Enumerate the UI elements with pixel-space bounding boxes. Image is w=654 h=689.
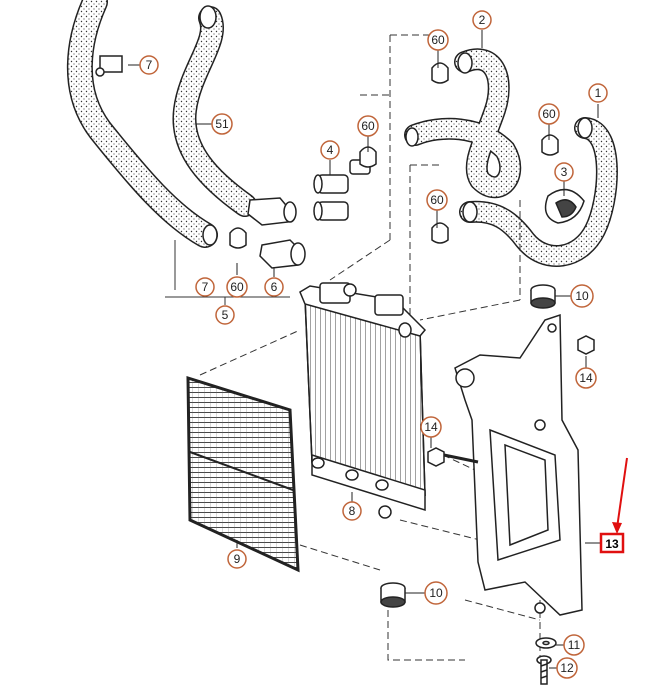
radiator-8	[299, 282, 427, 519]
callout-8: 8	[342, 501, 362, 521]
callout-11: 11	[563, 634, 585, 656]
callout-2: 2	[472, 10, 492, 30]
svg-text:10: 10	[429, 586, 443, 600]
svg-text:9: 9	[234, 552, 241, 566]
leader-lines	[128, 30, 600, 669]
svg-text:8: 8	[349, 504, 356, 518]
callout-9: 9	[227, 549, 247, 569]
bracket-line-5	[165, 240, 290, 305]
grille-9	[186, 375, 300, 573]
clamp-3-icon	[544, 188, 585, 224]
svg-text:12: 12	[560, 661, 574, 675]
svg-text:5: 5	[222, 308, 229, 322]
svg-text:51: 51	[215, 117, 229, 131]
svg-text:60: 60	[361, 119, 375, 133]
callout-7-top: 7	[139, 55, 159, 75]
callout-60-b: 60	[357, 115, 379, 137]
svg-text:7: 7	[202, 280, 209, 294]
callout-10-lower: 10	[424, 581, 448, 605]
svg-text:60: 60	[230, 280, 244, 294]
hose-long-left	[66, 0, 218, 248]
svg-text:4: 4	[327, 143, 334, 157]
callout-5: 5	[215, 305, 235, 325]
washer-11	[535, 637, 557, 649]
callout-7-bottom: 7	[195, 277, 215, 297]
svg-text:1: 1	[595, 86, 602, 100]
grommet-10-lower	[380, 582, 406, 608]
callout-60-c: 60	[538, 103, 560, 125]
elbow-fitting-upper	[247, 197, 297, 226]
svg-text:60: 60	[431, 33, 445, 47]
svg-text:60: 60	[430, 193, 444, 207]
screw-12	[536, 655, 552, 685]
hose-1	[459, 117, 618, 267]
assembly-lines	[199, 34, 541, 661]
svg-text:60: 60	[542, 107, 556, 121]
hose-2	[404, 48, 522, 199]
mounting-bracket-13	[454, 313, 583, 616]
callout-10-upper: 10	[570, 284, 594, 308]
callout-60-d: 60	[426, 189, 448, 211]
bolt-14-upper	[577, 335, 595, 355]
svg-text:10: 10	[575, 289, 589, 303]
callout-14-right: 14	[575, 367, 597, 389]
callout-6: 6	[264, 277, 284, 297]
callout-13-highlighted: 13	[599, 532, 625, 554]
connector-pair-4	[313, 159, 371, 221]
callout-4: 4	[320, 140, 340, 160]
svg-text:6: 6	[271, 280, 278, 294]
bolt-14-left	[427, 447, 479, 467]
callout-3: 3	[554, 162, 574, 182]
svg-text:7: 7	[146, 58, 153, 72]
svg-text:13: 13	[605, 537, 619, 551]
callout-51: 51	[211, 113, 233, 135]
callout-1: 1	[588, 83, 608, 103]
hose-51	[172, 6, 257, 217]
svg-text:11: 11	[568, 638, 581, 652]
callout-14-left: 14	[420, 416, 442, 438]
callout-12: 12	[556, 657, 578, 679]
highlight-arrow	[612, 457, 628, 534]
elbow-fitting-lower	[259, 239, 306, 269]
callout-60-e: 60	[226, 276, 248, 298]
hose-connectors	[199, 5, 593, 246]
callout-60-a: 60	[427, 29, 449, 51]
grommet-10-upper	[530, 284, 556, 309]
svg-text:14: 14	[424, 420, 438, 434]
svg-text:14: 14	[579, 371, 593, 385]
svg-text:3: 3	[561, 165, 568, 179]
svg-text:2: 2	[479, 13, 486, 27]
